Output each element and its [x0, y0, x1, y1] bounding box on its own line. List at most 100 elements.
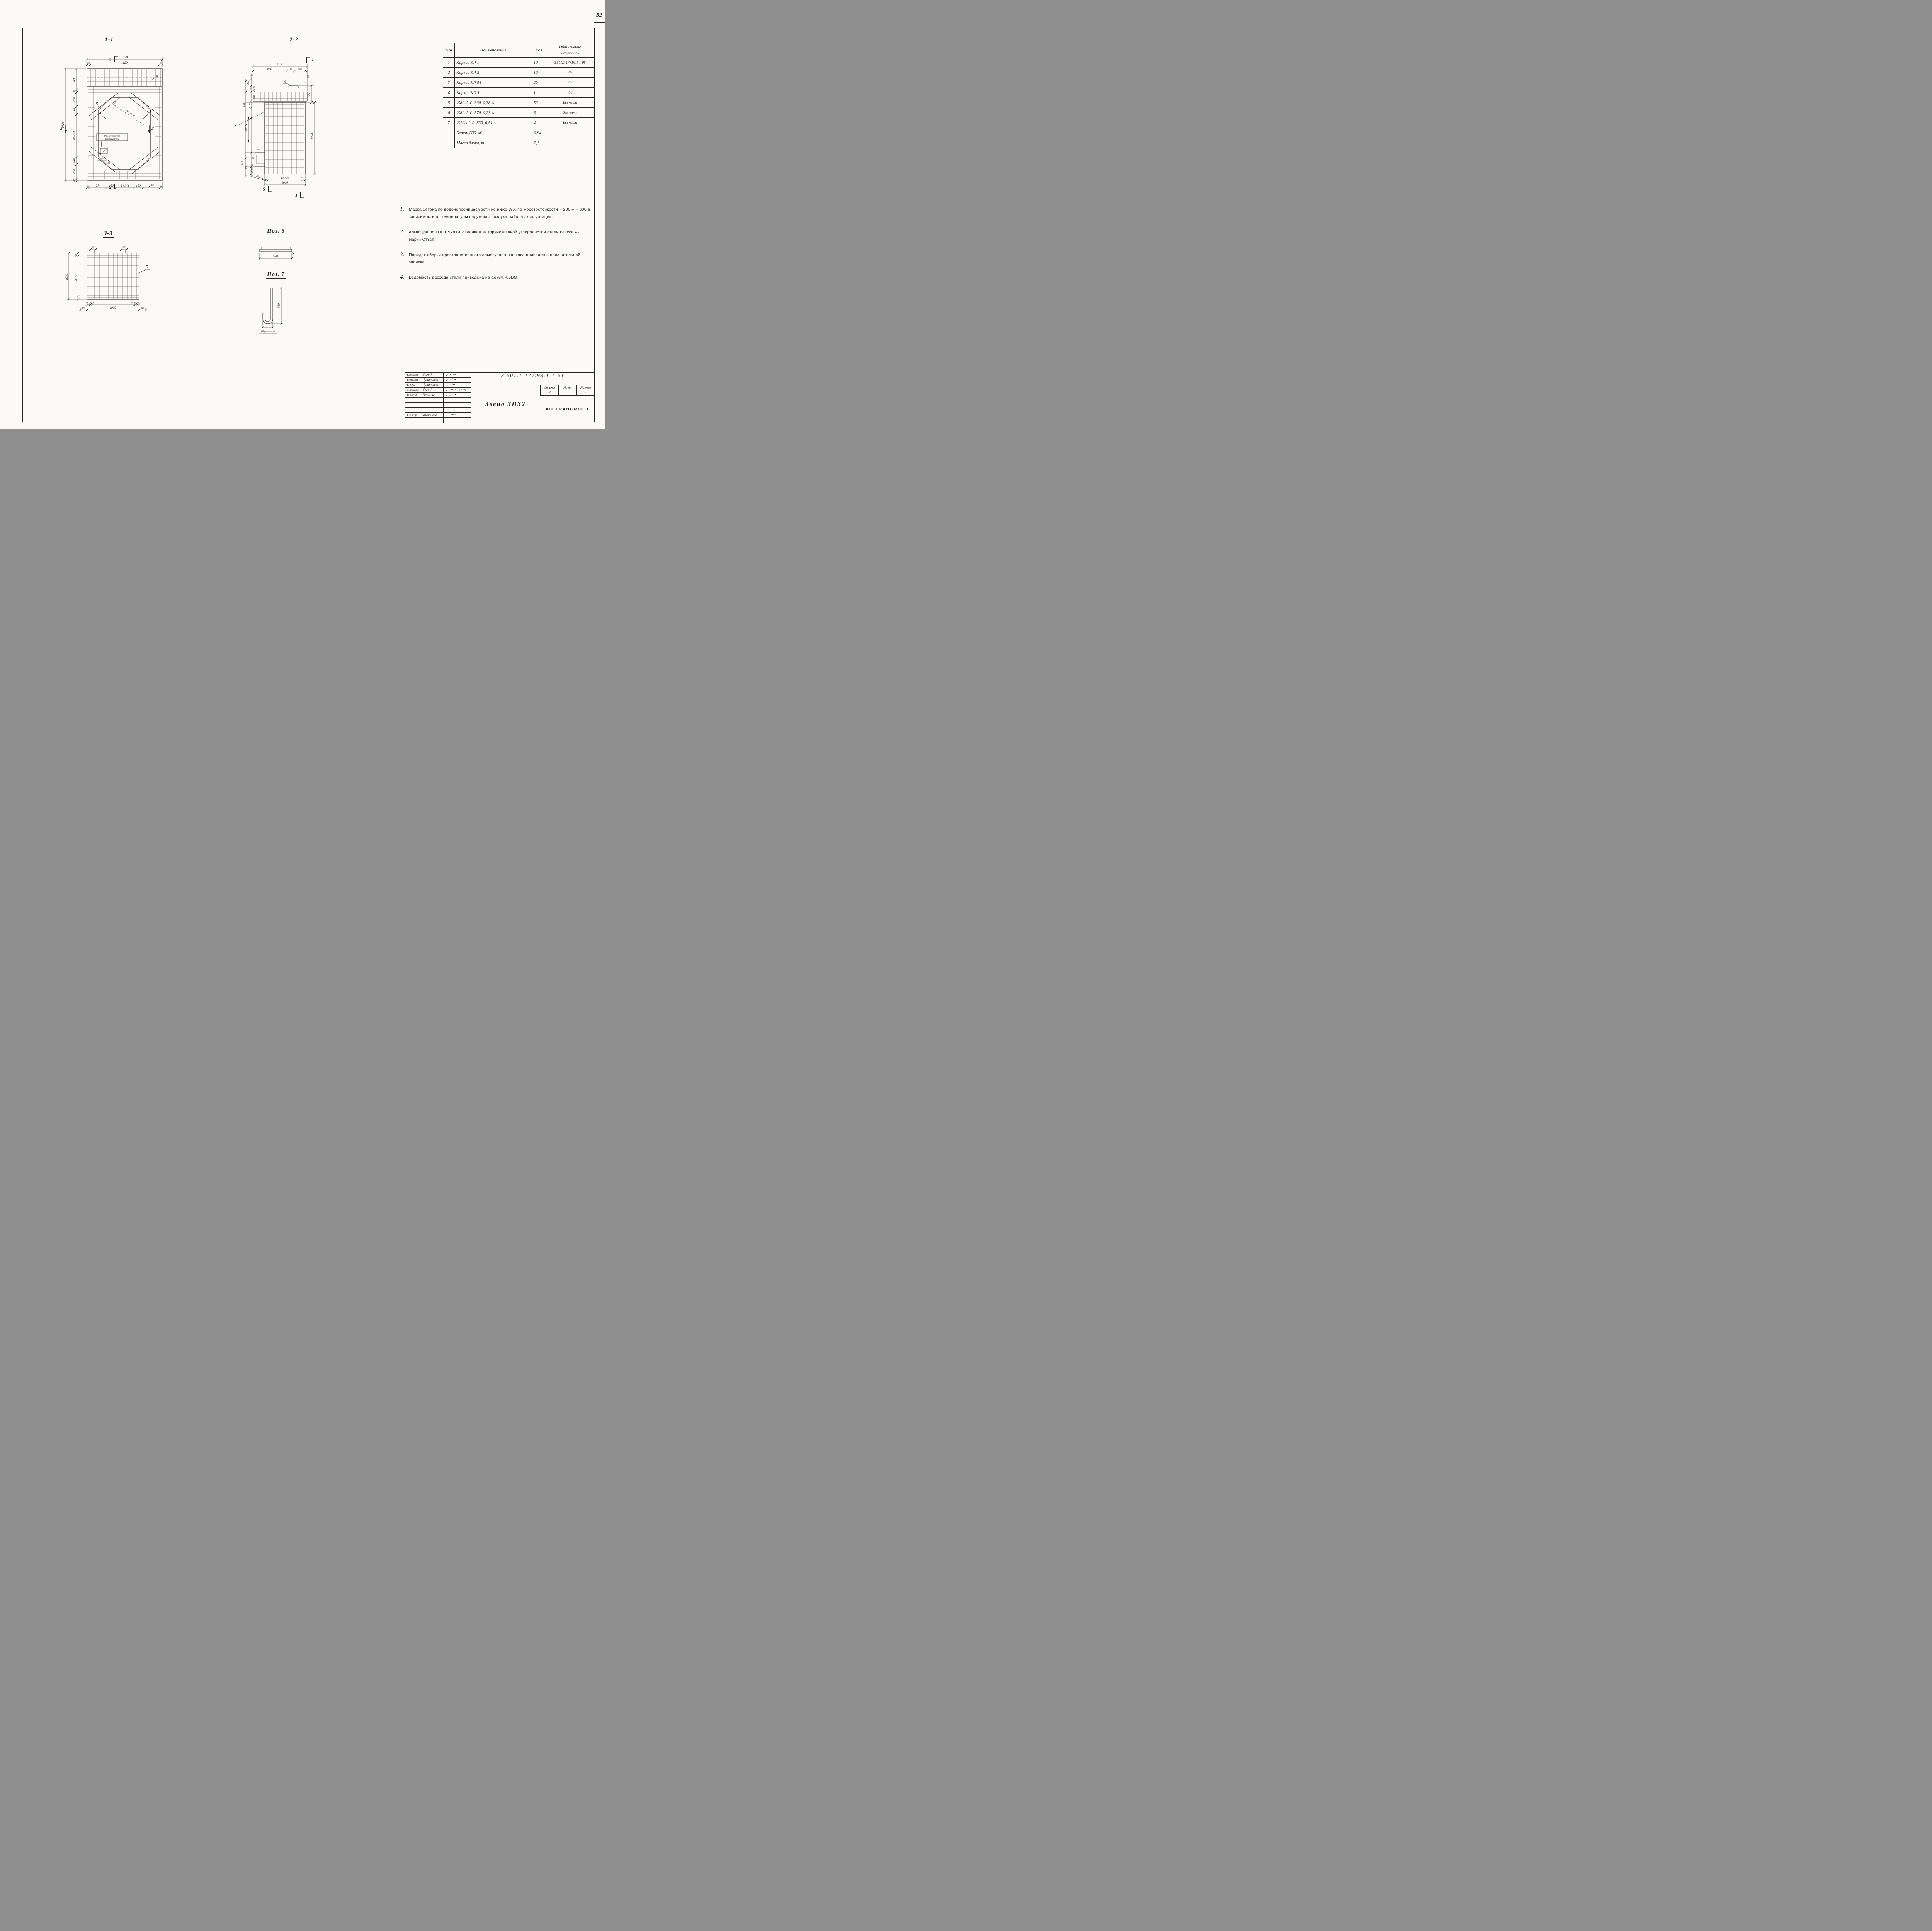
- grid-outline: [87, 253, 139, 300]
- sheets-value: 1: [585, 390, 587, 395]
- section-view-3-3: 37 37 50 4×225 1000 50 26 26 26 26 50 11…: [65, 246, 150, 311]
- drawing-sheet: 52 1-1 2-2 3-3 Поз. 6 Поз. 7 ось звена: [0, 0, 605, 429]
- dimension-lines: [259, 286, 283, 334]
- dim-label: 1000: [282, 181, 288, 184]
- drawing-frame: [22, 28, 595, 422]
- svg-text:2: 2: [109, 57, 111, 63]
- table-row: 4 Каркас КП 1 1 -58: [442, 87, 594, 98]
- sheet-value: [559, 390, 577, 395]
- dim-label: 110: [141, 307, 145, 310]
- sheet-corner-number: 52: [596, 12, 602, 18]
- dim-label: 520: [273, 254, 278, 258]
- bar-shape: [262, 288, 273, 324]
- callout-label: 4: [155, 74, 158, 78]
- titleblock-row: Нач.отд Ткаченко: [405, 393, 471, 398]
- signature-mark: [446, 389, 456, 391]
- dim-label: 26: [252, 157, 255, 159]
- rebar-grid: [87, 69, 162, 179]
- dim-label: 35: [256, 175, 259, 177]
- dim-label: 150: [288, 68, 292, 71]
- titleblock-row: Проверил Чупарнова: [405, 378, 471, 383]
- titleblock-row: Исполнил Коен В: [405, 373, 471, 378]
- dim-label: 350: [308, 92, 311, 97]
- dim-label: 4×225: [75, 273, 78, 281]
- callout-leaders: [233, 83, 292, 128]
- dim-label: 2120: [61, 122, 65, 128]
- dimension-ticks: [244, 65, 316, 186]
- col-header-doc: Обозначение документа: [546, 43, 594, 58]
- note-item: 1. Марка бетона по водонепроницаемости н…: [400, 206, 594, 221]
- stage-label: Стадия: [541, 385, 559, 390]
- table-row: 2 Каркас КР 2 10 -07: [442, 67, 594, 78]
- section-marker-3-left: 3: [60, 125, 67, 133]
- svg-text:5: 5: [146, 265, 148, 269]
- weld-note-line2: при монтаже: [105, 138, 119, 141]
- dimension-ticks: [64, 58, 164, 189]
- dimension-lines: [64, 57, 163, 189]
- section-marker-1-top: 1: [306, 57, 314, 63]
- titleblock-row: [405, 398, 471, 403]
- table-row: 1 Каркас КР 1 10 3.501.1-177.93.1-1-06: [442, 57, 594, 68]
- section-view-2-2: 1050 650 150 200 50 350 1720 32 380 26 2…: [233, 57, 317, 198]
- dim-label: 37: [122, 246, 126, 248]
- callout-label: 7: [234, 124, 236, 128]
- dim-label: 50: [86, 301, 89, 304]
- sheets-label: Листов: [580, 386, 592, 390]
- dim-label: 1000: [110, 306, 116, 310]
- weld-note-line1: Приваривается: [104, 135, 120, 138]
- dim-label: 60: [257, 148, 260, 151]
- socket-band-grid: [253, 92, 307, 101]
- section-marker-3-right: 3: [148, 125, 154, 133]
- titleblock-row: [405, 408, 471, 413]
- titleblock-row: [405, 418, 471, 423]
- bar-shape: [257, 247, 294, 254]
- weld-detail: [96, 133, 128, 154]
- dim-label: 150: [136, 184, 141, 187]
- dim-label: 380: [247, 80, 250, 85]
- note-text: Порядок сборки пространственного арматур…: [409, 252, 581, 265]
- dim-label: 50: [307, 75, 310, 78]
- table-row: 5 ∅8А-I, ℓ=960, 0,38 кг 56 Без черт: [442, 97, 594, 108]
- dim-label: 650: [267, 67, 272, 71]
- dim-label: 42: [73, 90, 76, 92]
- dim-label: 150: [100, 157, 104, 160]
- object-name: Звено ЗП32: [485, 400, 526, 408]
- dim-label: 42: [73, 179, 76, 182]
- dim-label: 26: [251, 163, 253, 166]
- view-title-pos6: Поз. 6: [266, 228, 286, 235]
- svg-text:1: 1: [295, 192, 298, 198]
- svg-text:3: 3: [151, 126, 154, 131]
- dim-label: 330: [240, 161, 243, 165]
- dim-label: 37: [92, 246, 95, 248]
- col-header-name: Наименование: [454, 43, 532, 58]
- dim-label: 42: [160, 185, 162, 187]
- rebar-grid: [87, 253, 139, 299]
- title-block: Исполнил Коен В Проверил Чупарнова Нач.г…: [405, 372, 595, 423]
- signature-mark: [446, 414, 456, 416]
- table-row: 3 Каркас КР 54 20 -38: [442, 77, 594, 88]
- note-item: 3. Порядок сборки пространственного арма…: [400, 252, 594, 266]
- callout-5: 5: [137, 265, 150, 274]
- axis-label: ось звена: [126, 109, 136, 117]
- stage-value: Р: [541, 390, 559, 395]
- callout-leaders: [98, 78, 155, 148]
- table-row: Бетон В30, м³ 0,84: [442, 128, 547, 138]
- dim-label: 310: [277, 303, 281, 308]
- section-marker-2-bottom: 2: [109, 184, 118, 190]
- callout-label: 2: [114, 101, 117, 105]
- notes-block: 1. Марка бетона по водонепроницаемости н…: [400, 206, 594, 289]
- signature-mark: [446, 384, 456, 386]
- dim-label: 274: [149, 184, 154, 187]
- dim-label: 110: [82, 307, 86, 310]
- parts-table-footer: Бетон В30, м³ 0,84 Масса блока, т 2,1: [442, 128, 547, 148]
- dimension-lines: [245, 64, 317, 186]
- dim-label: 150: [109, 184, 114, 187]
- detail-view-pos6: 520: [257, 247, 294, 260]
- signature-mark: [446, 393, 456, 396]
- dim-label: 65: [301, 177, 303, 180]
- signature-cell: [444, 413, 458, 417]
- dim-label: 26: [92, 301, 95, 304]
- dim-label: 26: [89, 301, 92, 304]
- callout-label: 3: [99, 111, 101, 116]
- signature-cell: [444, 378, 458, 382]
